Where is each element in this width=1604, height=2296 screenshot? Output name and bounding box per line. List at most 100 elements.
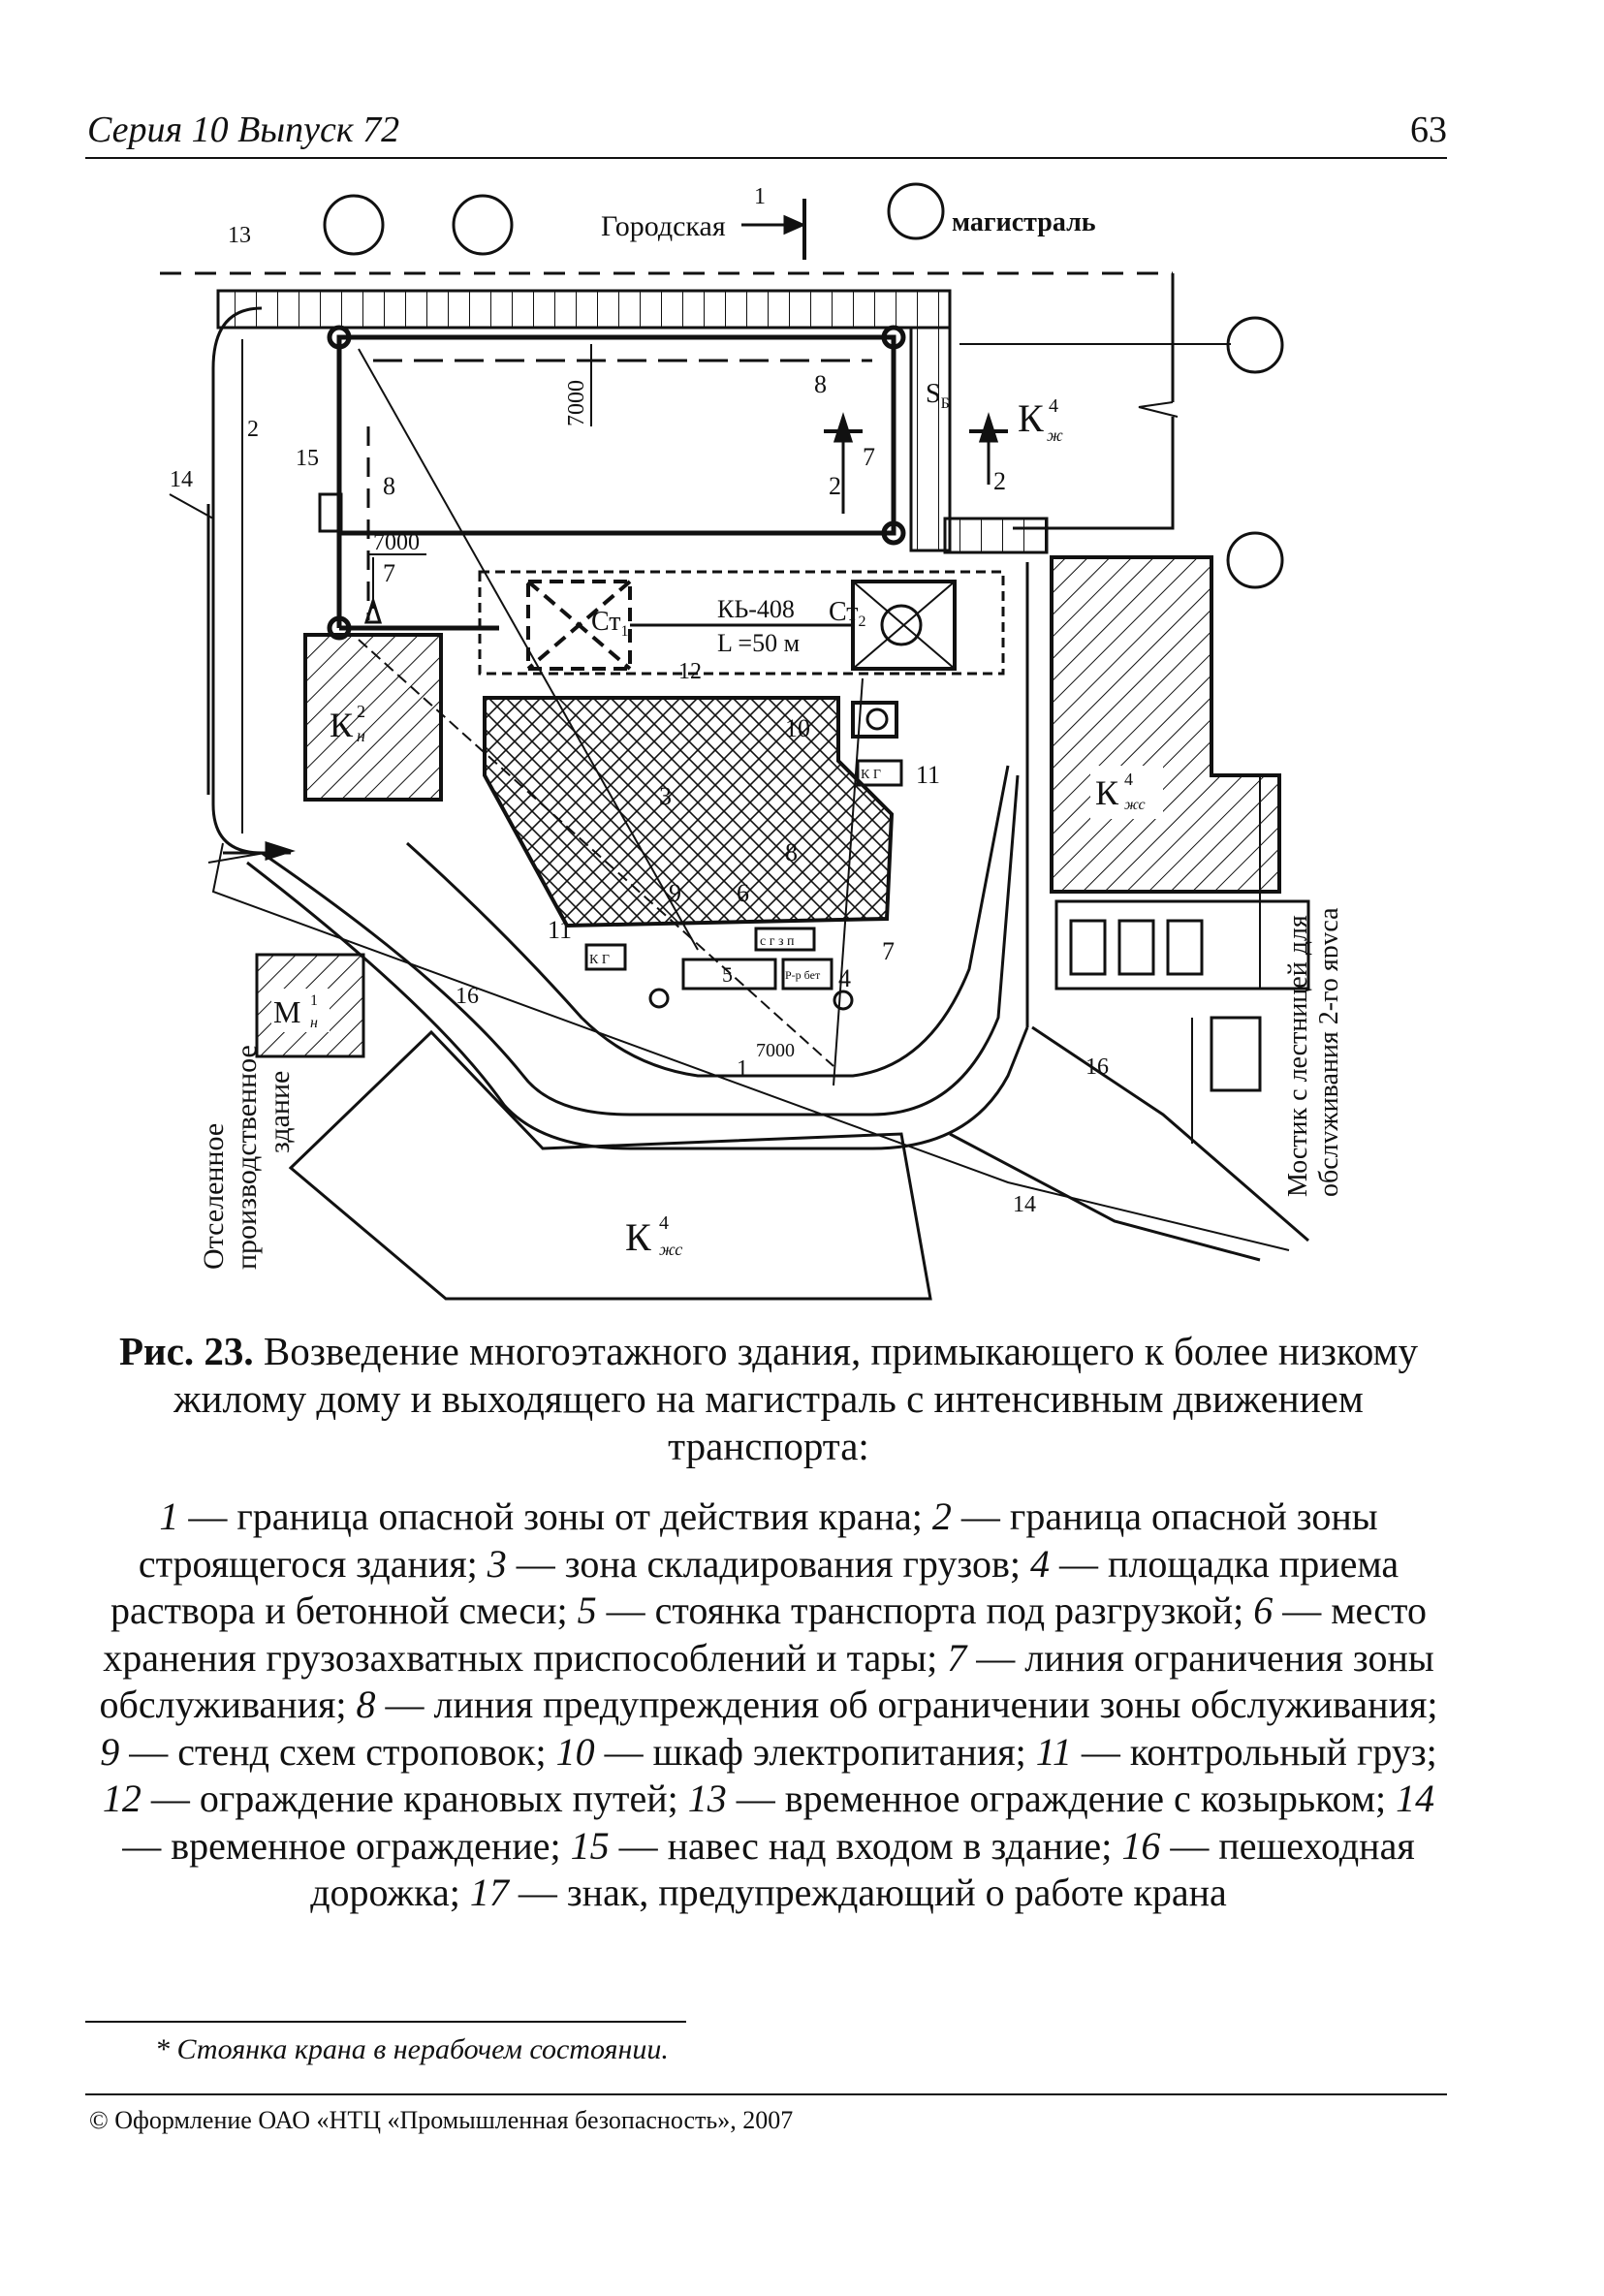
dim-7000-left: 7000 — [373, 530, 420, 555]
svg-text:8: 8 — [785, 838, 798, 866]
svg-text:8: 8 — [814, 370, 827, 398]
svg-text:6: 6 — [737, 879, 749, 907]
dim-7000-top: 7000 — [564, 380, 589, 426]
svg-text:14: 14 — [1013, 1192, 1036, 1217]
legend-text: — площадка приема раствора и бетонной см… — [110, 1541, 1400, 1633]
svg-text:4: 4 — [1124, 770, 1133, 789]
label-sgzp: с г з п — [760, 934, 795, 949]
svg-text:14: 14 — [170, 467, 193, 492]
svg-text:7000: 7000 — [756, 1040, 795, 1061]
building-outline — [336, 334, 896, 536]
figure-label: Рис. 23. — [118, 1329, 254, 1373]
svg-text:11: 11 — [548, 916, 572, 944]
legend-number: 7 — [947, 1635, 967, 1680]
site-plan-drawing: Городская магистраль 1 7000 7000 8 7 8 2… — [160, 182, 1337, 1301]
building-k4-bottom — [288, 1029, 932, 1301]
legend-number: 13 — [687, 1777, 727, 1820]
svg-text:11: 11 — [916, 761, 940, 789]
legend-text: — стоянка транспорта под разгрузкой; — [596, 1588, 1254, 1632]
footer-rule — [85, 2093, 1447, 2095]
svg-text:4: 4 — [1049, 395, 1058, 417]
fence-13 — [216, 289, 952, 330]
svg-text:13: 13 — [228, 223, 251, 248]
legend-text: — временное ограждение; — [122, 1823, 571, 1868]
road-marker-2 — [452, 194, 514, 256]
crane-stand-2: Ст2 — [829, 597, 866, 630]
road-marker-3 — [887, 182, 945, 240]
legend-text: — линия ограничения зоны обслуживания; — [99, 1635, 1434, 1727]
legend-text: — контрольный груз; — [1071, 1729, 1437, 1774]
label-rr: Р-р бет — [785, 968, 821, 982]
svg-text:М: М — [273, 994, 300, 1029]
svg-text:15: 15 — [296, 446, 319, 471]
legend-text: — стенд схем строповок; — [119, 1729, 556, 1774]
figure-title: Возведение многоэтажного здания, примыка… — [173, 1329, 1419, 1468]
page-number: 63 — [1410, 110, 1447, 150]
callout-1-top: 1 — [754, 184, 766, 209]
legend-text: — зона складирования грузов; — [506, 1541, 1030, 1586]
svg-text:ж: ж — [1047, 425, 1063, 445]
legend-text: — линия предупреждения об ограничении зо… — [375, 1683, 1438, 1726]
label-5: 5 — [722, 962, 733, 987]
evacuated-building-label: Отселенное производственное здание — [198, 1038, 296, 1270]
label-kg-left: К Г — [589, 953, 610, 967]
legend-number: 15 — [570, 1823, 610, 1868]
danger-zone-2 — [211, 306, 263, 855]
legend-number: 14 — [1396, 1777, 1435, 1820]
legend-text: — временное ограждение с козырьком; — [726, 1777, 1397, 1820]
legend-text: — место хранения грузозахватных приспосо… — [103, 1588, 1427, 1680]
building-k4-top: К — [1018, 396, 1044, 440]
bridge-label: Мостик с лестницей для обслуживания 2-го… — [1283, 900, 1337, 1197]
svg-text:4: 4 — [659, 1212, 669, 1234]
road-marker-4 — [1226, 316, 1284, 374]
footnote-rule — [85, 2021, 686, 2023]
legend-text: — граница опасной зоны строящегося здани… — [138, 1494, 1378, 1586]
label-kg-right: К Г — [861, 768, 881, 782]
legend-text: — граница опасной зоны от действия крана… — [178, 1494, 932, 1538]
header-rule — [85, 157, 1447, 159]
svg-text:К: К — [625, 1215, 651, 1259]
svg-text:16: 16 — [1085, 1054, 1109, 1080]
legend-text: — ограждение крановых путей; — [141, 1777, 688, 1820]
legend-number: 1 — [159, 1494, 179, 1538]
building-k4-right — [1050, 555, 1281, 894]
series-label: Серия 10 Выпуск 72 — [87, 110, 400, 150]
legend-text: — навес над входом в здание; — [609, 1823, 1122, 1868]
legend-number: 6 — [1253, 1588, 1274, 1632]
svg-text:н: н — [357, 726, 365, 745]
svg-text:2: 2 — [247, 417, 259, 442]
svg-text:К: К — [330, 706, 354, 744]
svg-text:2: 2 — [993, 467, 1006, 495]
figure-caption: Рис. 23. Возведение многоэтажного здания… — [85, 1328, 1452, 1470]
svg-text:2: 2 — [357, 702, 365, 721]
crane-reach: L =50 м — [717, 629, 800, 657]
legend-text: — знак, предупреждающий о работе крана — [508, 1871, 1227, 1914]
legend-text: — пешеходная дорожка; — [310, 1823, 1415, 1915]
svg-text:7: 7 — [863, 443, 875, 471]
svg-text:16: 16 — [456, 984, 479, 1009]
copyright: © Оформление ОАО «НТЦ «Промышленная безо… — [89, 2106, 794, 2134]
legend-number: 16 — [1121, 1823, 1161, 1868]
legend-number: 9 — [100, 1729, 120, 1774]
svg-text:К: К — [1095, 773, 1119, 812]
street-name-right: магистраль — [952, 207, 1096, 237]
legend-number: 10 — [555, 1729, 595, 1774]
svg-text:7: 7 — [882, 937, 895, 965]
svg-text:жс: жс — [659, 1240, 682, 1259]
pedestrian-path-16 — [261, 774, 1020, 1117]
legend-number: 17 — [469, 1871, 509, 1914]
legend-number: 4 — [1029, 1541, 1050, 1586]
legend-number: 8 — [356, 1683, 376, 1726]
crane-model: КЬ-408 — [717, 595, 795, 623]
svg-text:8: 8 — [383, 472, 395, 500]
legend-number: 3 — [487, 1541, 507, 1586]
legend-number: 5 — [577, 1588, 597, 1632]
road-marker-5 — [1226, 531, 1284, 589]
crane-stand-1: Ст1 — [591, 607, 629, 640]
svg-text:2: 2 — [829, 472, 841, 500]
legend-number: 2 — [931, 1494, 952, 1538]
crane-track — [478, 570, 1005, 676]
svg-text:3: 3 — [659, 782, 672, 810]
legend-text: — шкаф электропитания; — [594, 1729, 1036, 1774]
legend-number: 12 — [102, 1777, 142, 1820]
